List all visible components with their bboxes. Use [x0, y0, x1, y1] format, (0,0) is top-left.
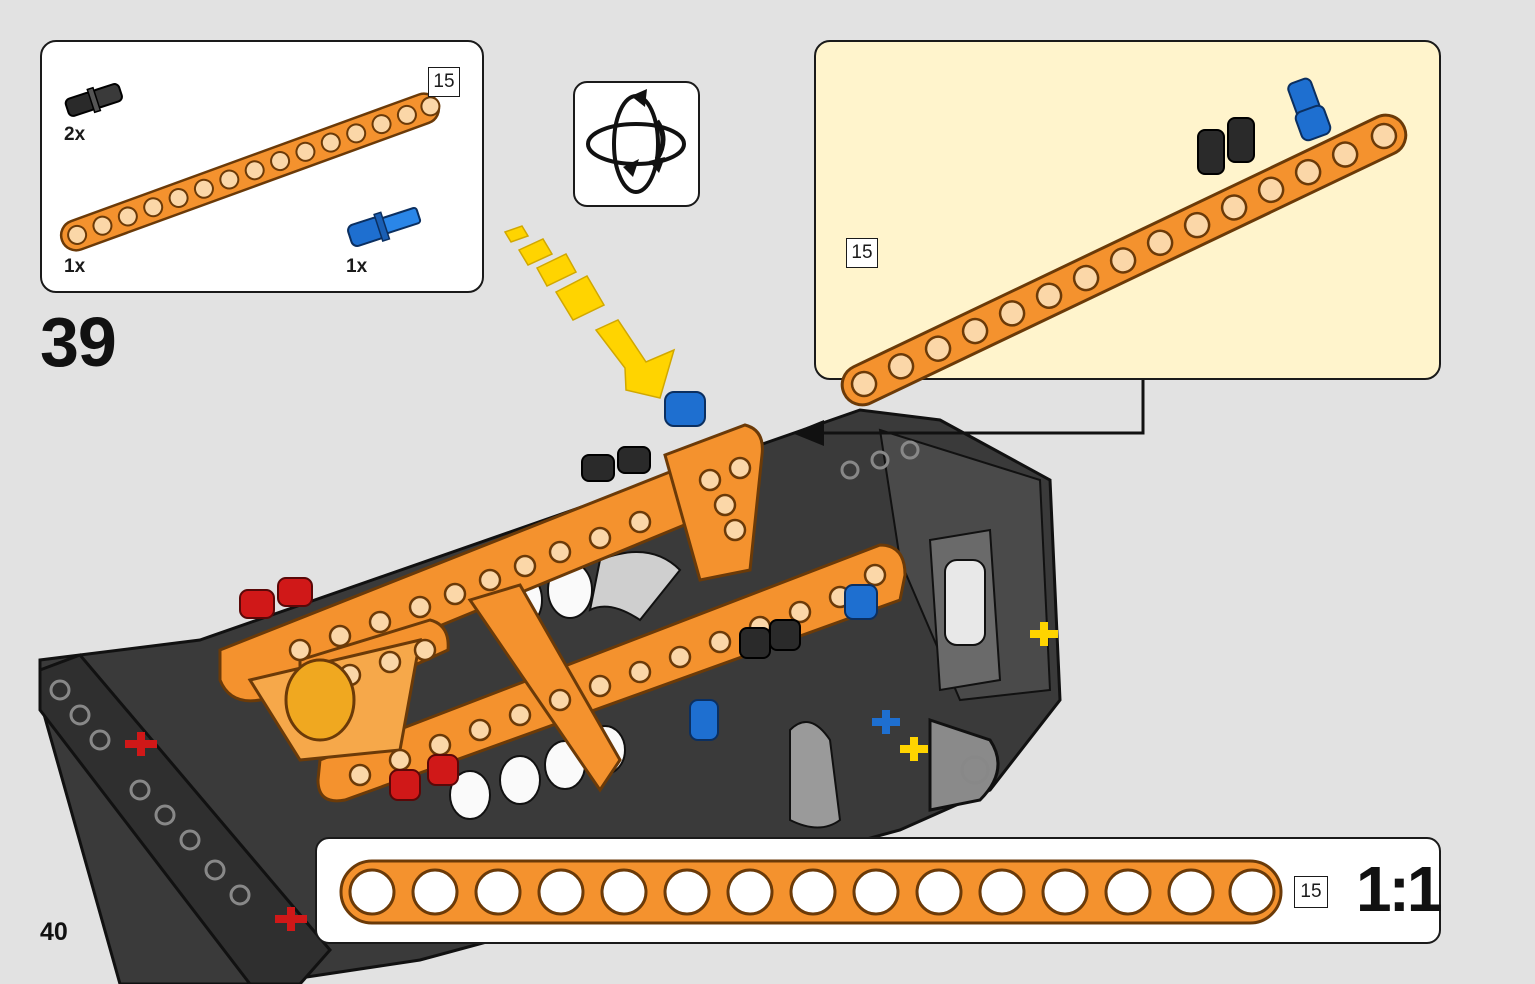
orange-beam-15-icon — [59, 92, 441, 252]
model-black-pins — [581, 446, 801, 659]
callout-connector-arrow — [792, 378, 1145, 446]
subassembly-callout: 15 — [814, 40, 1441, 407]
rotate-model-box — [573, 81, 700, 207]
length-tag-callout: 15 — [846, 238, 878, 268]
quantity-black-pin: 2x — [64, 124, 86, 145]
model-red-pins — [239, 577, 459, 801]
blue-axle-pin-icon — [347, 206, 422, 247]
quantity-orange-beam: 1x — [64, 256, 86, 277]
step-number: 39 — [40, 303, 117, 381]
length-tag-ruler: 15 — [1294, 876, 1328, 908]
parts-list-panel: 2x 15 1x 1x — [40, 40, 484, 293]
quantity-blue-pin: 1x — [346, 256, 368, 277]
model-blue-pins — [664, 391, 878, 741]
callout-beam-illustration — [840, 77, 1408, 407]
page-number: 40 — [40, 918, 68, 946]
rotate-model-icon — [586, 89, 686, 194]
model-gear — [284, 658, 356, 742]
ruler-beam — [339, 859, 1283, 925]
black-friction-pin-icon — [64, 83, 123, 117]
scale-label: 1:1 — [1356, 853, 1442, 925]
insertion-arrow — [503, 225, 676, 399]
length-tag-parts-list: 15 — [428, 67, 460, 97]
scale-ruler-panel: 15 — [315, 837, 1441, 944]
